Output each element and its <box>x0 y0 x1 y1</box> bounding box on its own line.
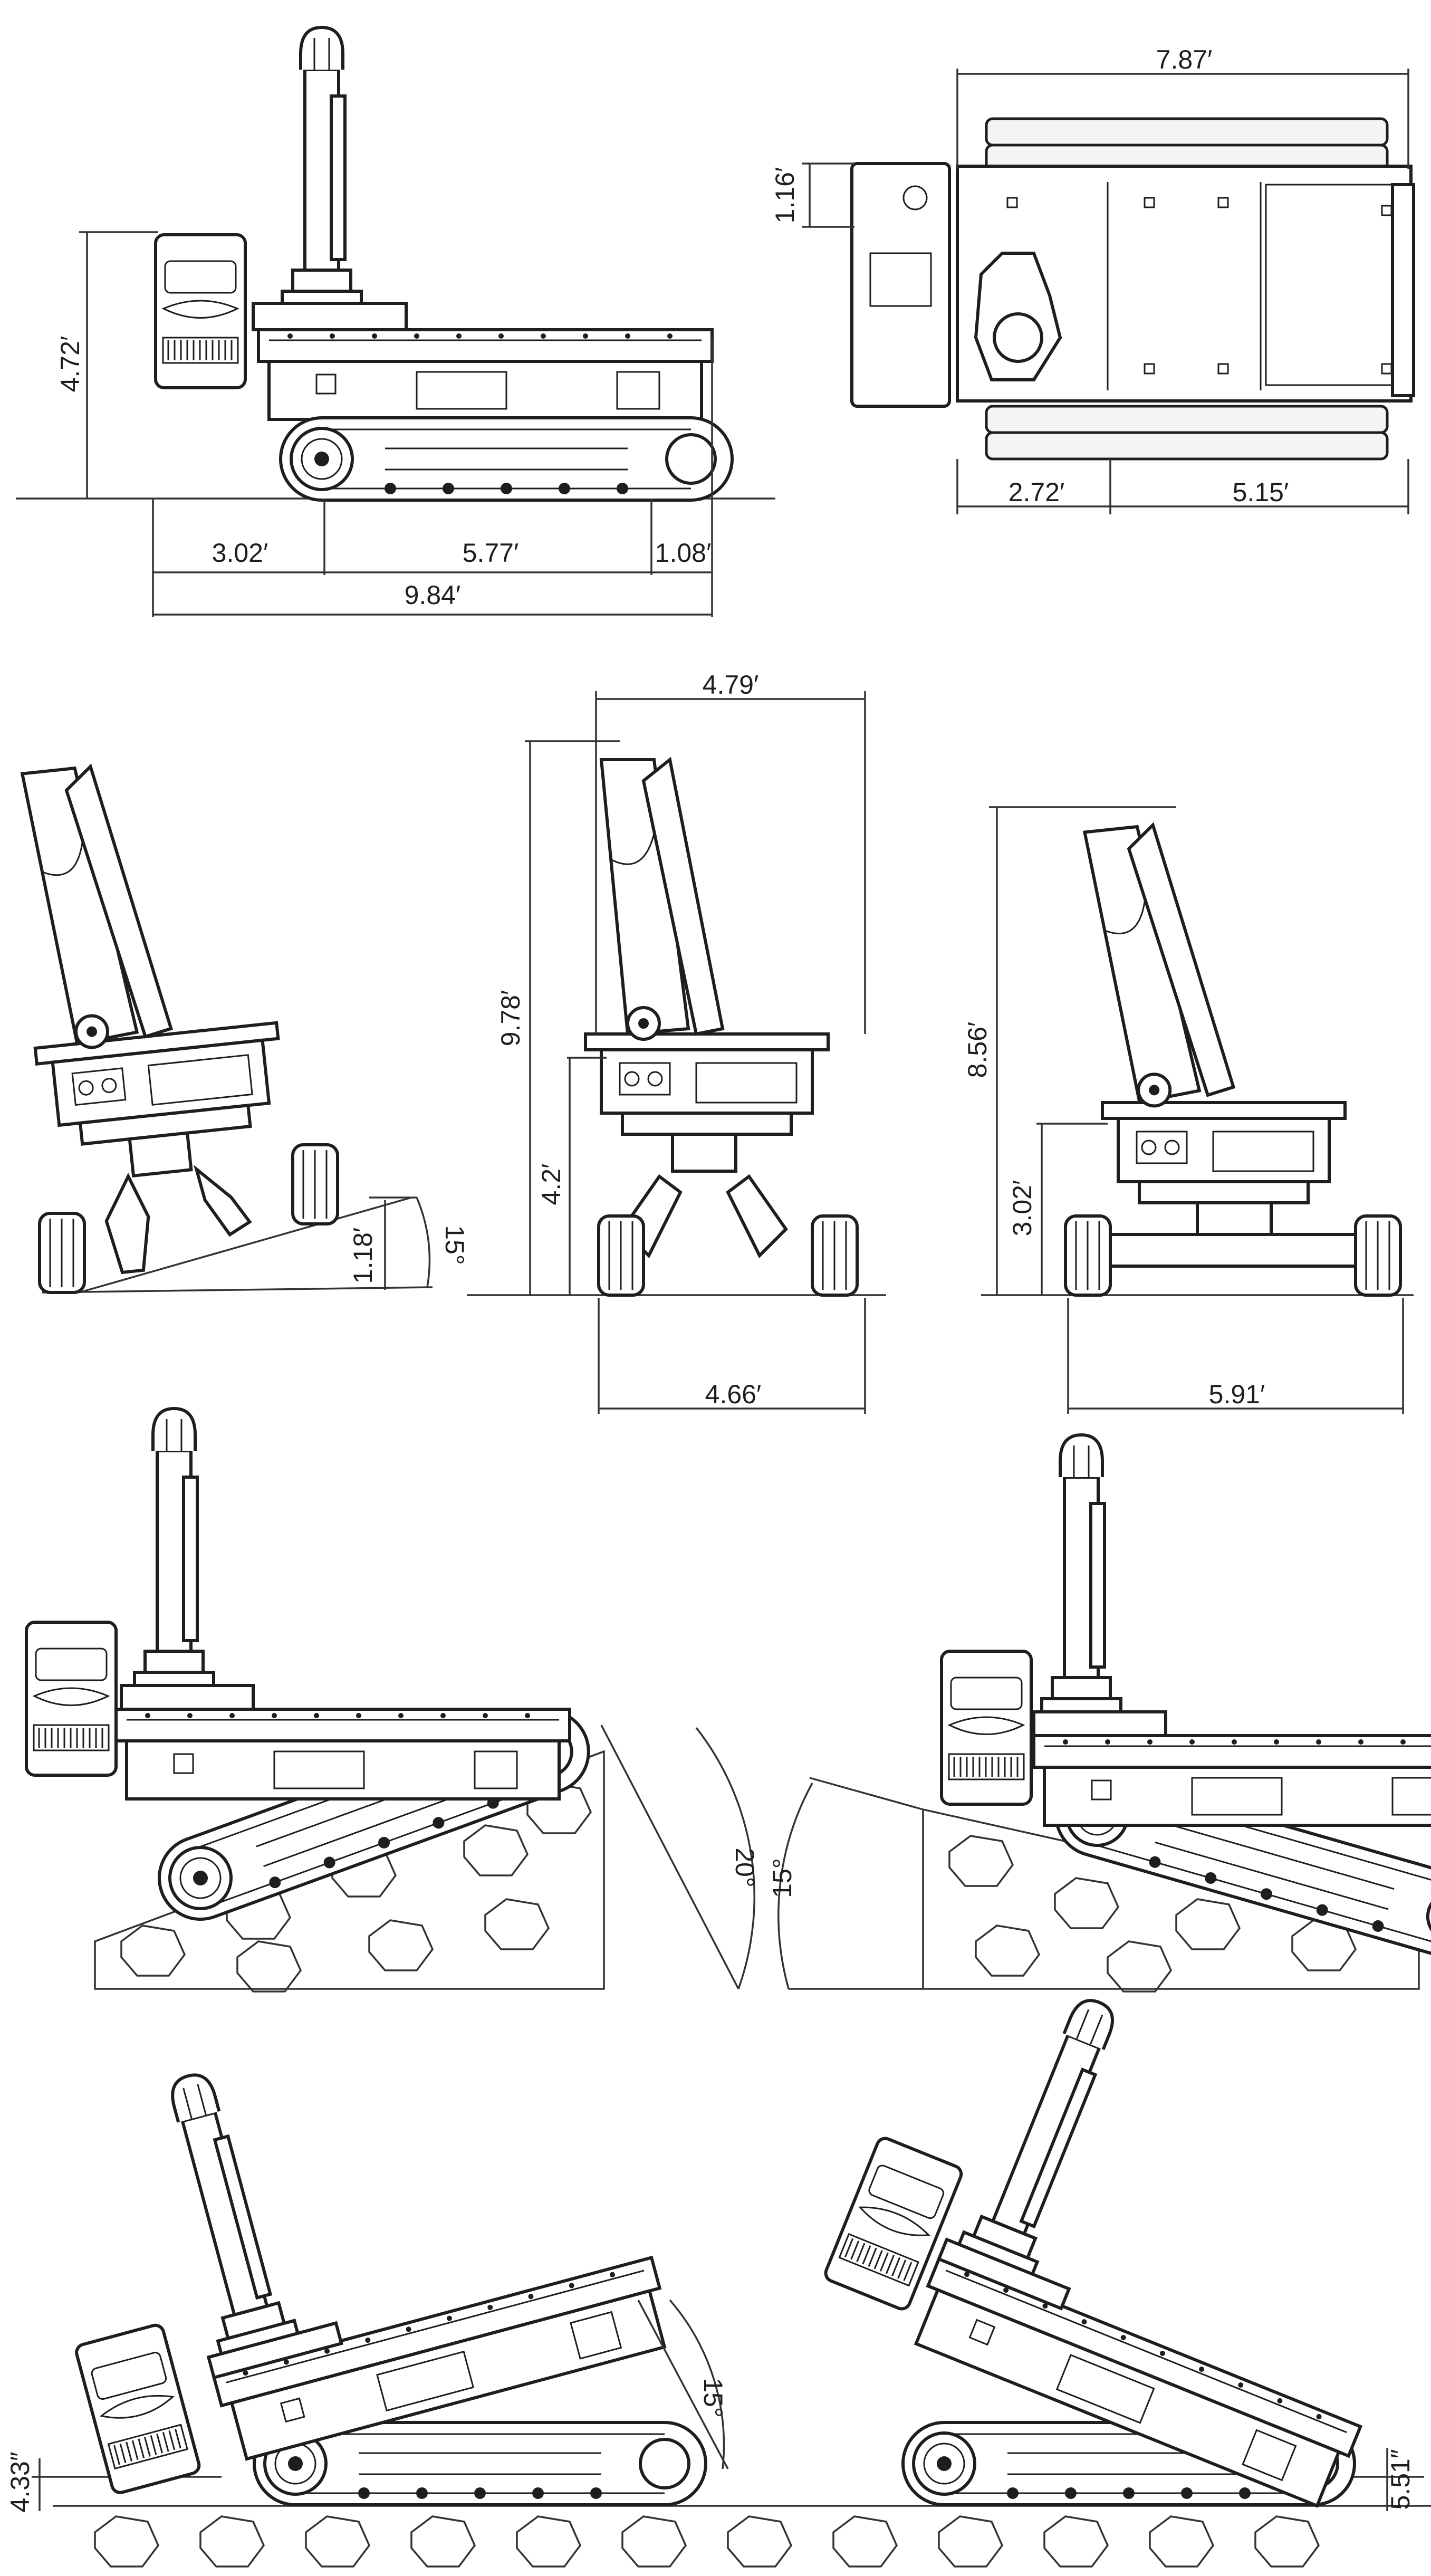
slope-down-view: 15° <box>767 1435 1431 1993</box>
tilt-step-label: 1.18′ <box>348 1228 378 1284</box>
tilt-back-angle-label: 15° <box>698 2378 728 2418</box>
front-view: 4.79′ 9.78′ 4.2′ 4.66′ <box>467 670 886 1414</box>
side-track-label: 5.77′ <box>463 538 519 568</box>
side-front-label: 1.08′ <box>655 538 712 568</box>
front-height-label: 9.78′ <box>496 990 525 1047</box>
slope-up-view: 20° <box>26 1409 760 1993</box>
wide-front-view: 8.56′ 3.02′ 5.91′ <box>963 806 1414 1414</box>
front-mid-height-label: 4.2′ <box>536 1164 566 1205</box>
tilt-angle-label: 15° <box>440 1225 469 1265</box>
top-rear-label: 2.72′ <box>1009 477 1065 507</box>
front-width-top-label: 4.79′ <box>703 670 759 700</box>
tilt-back-clearance-label: 4.33″ <box>5 2451 35 2512</box>
side-view: 4.72′ 3.02′ 5.77′ 1.08′ 9.84′ <box>16 27 775 617</box>
slope-up-angle-label: 20° <box>730 1847 760 1888</box>
wide-track-width-label: 5.91′ <box>1209 1380 1265 1409</box>
top-offset-label: 1.16′ <box>770 167 800 224</box>
wide-height-label: 8.56′ <box>963 1022 992 1078</box>
tilt-front-view: 5.51″ <box>813 1945 1424 2511</box>
tilt-front-clearance-label: 5.51″ <box>1386 2449 1415 2510</box>
top-view: 7.87′ 1.16′ 2.72′ 5.15′ <box>770 45 1415 514</box>
tilt-view: 1.18′ 15° <box>6 750 469 1292</box>
side-height-label: 4.72′ <box>55 336 85 392</box>
top-width-label: 7.87′ <box>1156 45 1213 74</box>
front-track-width-label: 4.66′ <box>705 1380 762 1409</box>
side-total-label: 9.84′ <box>405 580 461 610</box>
slope-down-angle-label: 15° <box>767 1858 797 1898</box>
wide-mid-height-label: 3.02′ <box>1007 1180 1037 1237</box>
top-front-label: 5.15′ <box>1233 477 1289 507</box>
side-rear-label: 3.02′ <box>212 538 268 568</box>
